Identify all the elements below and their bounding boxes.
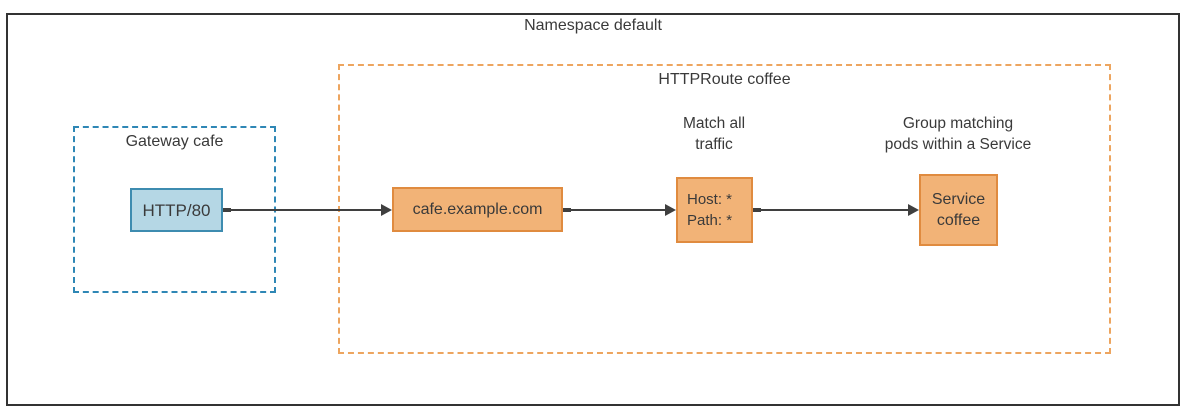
namespace-title: Namespace default bbox=[524, 17, 662, 34]
match-node-line2: Path: * bbox=[687, 212, 733, 229]
match-node-line1: Host: * bbox=[687, 191, 733, 208]
match-annotation: Match all traffic bbox=[634, 113, 794, 155]
listener-label: HTTP/80 bbox=[142, 200, 211, 220]
listener-node: HTTP/80 bbox=[130, 188, 223, 232]
service-node-line2: coffee bbox=[936, 212, 981, 229]
backend-annotation-line1: Group matching bbox=[902, 115, 1014, 132]
backend-annotation-line2: pods within a Service bbox=[884, 136, 1032, 153]
service-node: Service coffee bbox=[919, 174, 998, 246]
httproute-label: HTTPRoute coffee bbox=[658, 71, 791, 88]
match-annotation-line2: traffic bbox=[695, 136, 733, 153]
match-node: Host: * Path: * bbox=[676, 177, 753, 243]
hostname-label: cafe.example.com bbox=[412, 201, 543, 218]
arrow-hostname-to-match bbox=[563, 204, 676, 216]
namespace-box bbox=[6, 13, 1180, 406]
service-node-line1: Service bbox=[931, 191, 986, 208]
backend-annotation: Group matching pods within a Service bbox=[843, 113, 1073, 155]
match-annotation-line1: Match all bbox=[682, 115, 746, 132]
hostname-node: cafe.example.com bbox=[392, 187, 563, 232]
arrow-listener-to-hostname bbox=[223, 204, 392, 216]
gateway-label: Gateway cafe bbox=[125, 133, 224, 150]
arrow-match-to-service bbox=[753, 204, 919, 216]
